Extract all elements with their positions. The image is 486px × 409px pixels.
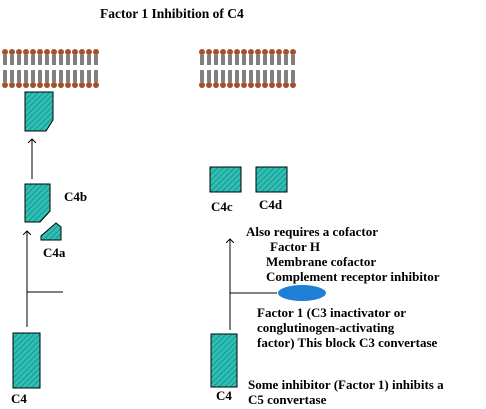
lipid-head	[220, 82, 226, 88]
cell-membrane-right	[199, 49, 296, 88]
lipid-head	[283, 49, 289, 55]
factor1-line-2: conglutinogen-activating	[257, 320, 395, 335]
lipid-head	[2, 49, 8, 55]
label-c4d: C4d	[259, 197, 283, 212]
c4b-fragment	[24, 183, 51, 223]
lipid-head	[37, 49, 43, 55]
lipid-head	[248, 49, 254, 55]
lipid-head	[234, 82, 240, 88]
lipid-head	[269, 82, 275, 88]
lipid-head	[283, 82, 289, 88]
lipid-head	[86, 82, 92, 88]
lipid-head	[23, 82, 29, 88]
c4-molecule-right	[210, 333, 238, 388]
lipid-head	[72, 49, 78, 55]
lipid-head	[213, 82, 219, 88]
label-c4a: C4a	[43, 245, 66, 260]
cofactor-factor-h: Factor H	[270, 239, 320, 254]
lipid-head	[16, 82, 22, 88]
c4a-fragment	[40, 222, 62, 241]
lipid-head	[9, 82, 15, 88]
lipid-head	[262, 49, 268, 55]
lipid-head	[30, 49, 36, 55]
lipid-head	[58, 49, 64, 55]
lipid-head	[16, 49, 22, 55]
label-c4b: C4b	[64, 189, 88, 204]
lipid-head	[290, 49, 296, 55]
lipid-head	[51, 49, 57, 55]
lipid-head	[79, 49, 85, 55]
lipid-head	[93, 49, 99, 55]
lipid-head	[206, 49, 212, 55]
lipid-head	[213, 49, 219, 55]
lipid-head	[276, 82, 282, 88]
lipid-head	[2, 82, 8, 88]
lipid-head	[9, 49, 15, 55]
lipid-head	[93, 82, 99, 88]
lipid-head	[262, 82, 268, 88]
label-c4c: C4c	[211, 199, 233, 214]
cofactor-complement-receptor: Complement receptor inhibitor	[266, 269, 440, 284]
lipid-head	[255, 49, 261, 55]
factor-1-oval	[278, 285, 326, 301]
inhibitor-line-1: Some inhibitor (Factor 1) inhibits a	[248, 377, 444, 392]
factor1-line-1: Factor 1 (C3 inactivator or	[257, 305, 406, 320]
lipid-head	[58, 82, 64, 88]
lipid-head	[255, 82, 261, 88]
lipid-head	[269, 49, 275, 55]
cofactor-membrane: Membrane cofactor	[266, 254, 377, 269]
cofactor-heading: Also requires a cofactor	[246, 224, 379, 239]
lipid-head	[227, 82, 233, 88]
lipid-head	[220, 49, 226, 55]
lipid-head	[199, 82, 205, 88]
lipid-head	[206, 82, 212, 88]
lipid-head	[276, 49, 282, 55]
lipid-head	[248, 82, 254, 88]
lipid-head	[37, 82, 43, 88]
c4c-fragment	[209, 166, 242, 193]
lipid-head	[290, 82, 296, 88]
lipid-head	[86, 49, 92, 55]
label-c4-left: C4	[11, 391, 27, 406]
lipid-head	[65, 49, 71, 55]
lipid-head	[44, 49, 50, 55]
c4d-fragment	[255, 166, 288, 193]
lipid-head	[234, 49, 240, 55]
lipid-head	[79, 82, 85, 88]
lipid-head	[227, 49, 233, 55]
lipid-head	[23, 49, 29, 55]
lipid-head	[199, 49, 205, 55]
label-c4-right: C4	[216, 388, 232, 403]
cell-membrane-left	[2, 49, 99, 88]
lipid-head	[44, 82, 50, 88]
lipid-head	[51, 82, 57, 88]
c4b-bound-to-membrane	[24, 91, 54, 132]
diagram-title: Factor 1 Inhibition of C4	[100, 6, 244, 21]
lipid-head	[241, 49, 247, 55]
lipid-head	[72, 82, 78, 88]
lipid-head	[30, 82, 36, 88]
c4-molecule-left	[12, 332, 41, 389]
inhibitor-line-2: C5 convertase	[248, 392, 327, 407]
lipid-head	[65, 82, 71, 88]
factor1-line-3: factor) This block C3 convertase	[257, 335, 438, 350]
lipid-head	[241, 82, 247, 88]
